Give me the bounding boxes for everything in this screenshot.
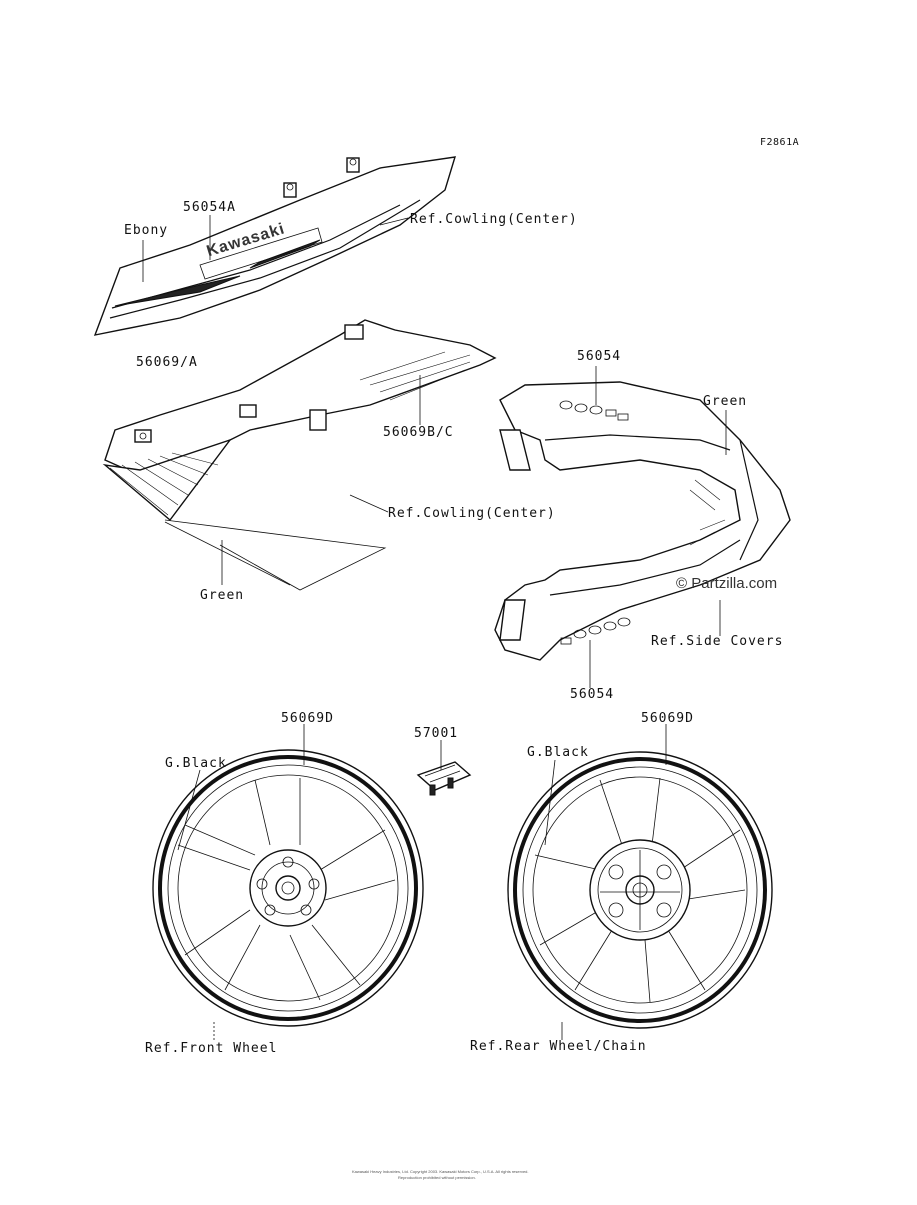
label-gblack-front: G.Black (165, 756, 227, 771)
watermark-text: Partzilla.com (691, 575, 778, 592)
front-wheel (152, 749, 424, 1027)
footer-copyright: Kawasaki Heavy Industries, Ltd. Copyrigh… (352, 1169, 529, 1174)
label-ebony: Ebony (124, 223, 169, 238)
label-56069A: 56069/A (136, 355, 198, 370)
rear-side-covers (494, 381, 791, 661)
label-gblack-rear: G.Black (527, 745, 589, 760)
label-56069D-front: 56069D (281, 711, 334, 726)
label-56069D-rear: 56069D (641, 711, 694, 726)
label-ref-side-covers: Ref.Side Covers (651, 634, 784, 649)
label-green-left: Green (200, 588, 245, 603)
label-56054-bottom: 56054 (570, 687, 615, 702)
watermark: © Partzilla.com (676, 575, 778, 592)
label-56069BC: 56069B/C (383, 425, 454, 440)
clip-57001 (416, 761, 472, 796)
tail-cowling-upper (93, 156, 456, 336)
leader-lines (142, 215, 727, 1040)
label-ref-cowling-center-mid: Ref.Cowling(Center) (388, 506, 556, 521)
label-56054A: 56054A (183, 200, 236, 215)
rear-wheel (507, 751, 773, 1029)
label-ref-cowling-center-top: Ref.Cowling(Center) (410, 212, 578, 227)
label-green-right: Green (703, 394, 748, 409)
diagram-code: F2861A (760, 137, 800, 148)
label-56054-top: 56054 (577, 349, 622, 364)
label-ref-rear-wheel: Ref.Rear Wheel/Chain (470, 1039, 647, 1054)
label-ref-front-wheel: Ref.Front Wheel (145, 1041, 278, 1056)
label-57001: 57001 (414, 726, 459, 741)
footer-notice: Reproduction prohibited without permissi… (398, 1175, 476, 1180)
tail-cowling-left (102, 319, 497, 591)
